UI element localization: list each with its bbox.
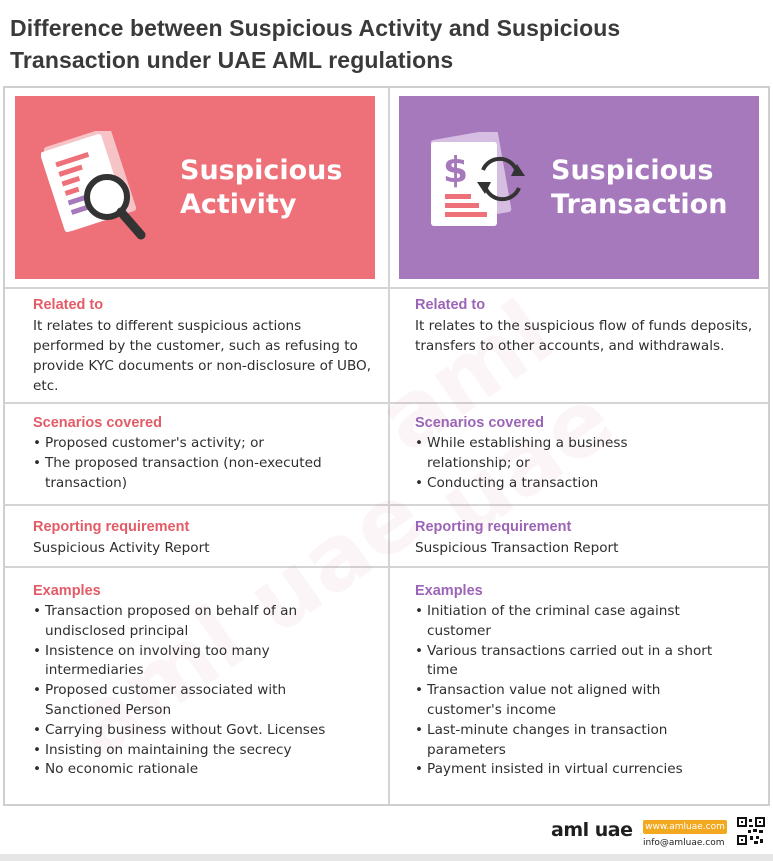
examples-list: Initiation of the criminal case against …: [415, 602, 735, 780]
header-text: Suspicious Transaction: [551, 155, 728, 220]
bottom-bar: [0, 854, 773, 861]
list-item: Insisting on maintaining the secrecy: [33, 741, 353, 761]
list-item: Carrying business without Govt. Licenses: [33, 721, 353, 741]
list-item: Transaction value not aligned with custo…: [415, 681, 735, 721]
list-item: No economic rationale: [33, 760, 353, 780]
column-divider: [388, 88, 390, 804]
section-text: It relates to different suspicious actio…: [33, 318, 372, 394]
website-link[interactable]: www.amluae.com: [643, 820, 727, 834]
section-heading: Reporting requirement: [33, 519, 190, 535]
list-item: Payment insisted in virtual currencies: [415, 760, 735, 780]
header-text: Suspicious Activity: [180, 155, 343, 220]
section-text: It relates to the suspicious flow of fun…: [415, 318, 753, 354]
section-heading: Related to: [33, 297, 104, 313]
list-item: Last-minute changes in transaction param…: [415, 721, 735, 761]
suspicious-activity-header: Suspicious Activity: [15, 96, 375, 279]
page-title: Difference between Suspicious Activity a…: [10, 15, 621, 73]
row-divider: [5, 566, 768, 568]
transaction-examples-cell: Examples Initiation of the criminal case…: [415, 582, 755, 780]
brand-logo: aml uae: [551, 819, 633, 841]
list-item: Initiation of the criminal case against …: [415, 602, 735, 642]
list-item: Transaction proposed on behalf of an und…: [33, 602, 353, 642]
suspicious-transaction-header: $ Suspicious Transaction: [399, 96, 759, 279]
list-item: Proposed customer associated with Sancti…: [33, 681, 353, 721]
list-item: Conducting a transaction: [415, 474, 665, 494]
examples-list: Transaction proposed on behalf of an und…: [33, 602, 353, 780]
suspicious-transaction-title: Suspicious Transaction: [551, 154, 741, 222]
activity-scenarios-cell: Scenarios covered Proposed customer's ac…: [33, 414, 373, 493]
transaction-related-cell: Related to It relates to the suspicious …: [415, 296, 755, 356]
suspicious-activity-title: Suspicious Activity: [180, 154, 350, 222]
row-divider: [5, 402, 768, 404]
row-divider: [5, 287, 768, 289]
comparison-table: aml uae aml uae Suspicious Activity: [3, 86, 770, 806]
email-link[interactable]: info@amluae.com: [643, 838, 725, 848]
list-item: The proposed transaction (non-executed t…: [33, 454, 373, 494]
qr-code-icon: [737, 817, 765, 845]
list-item: While establishing a business relationsh…: [415, 434, 665, 474]
activity-related-cell: Related to It relates to different suspi…: [33, 296, 373, 396]
transaction-reporting-cell: Reporting requirement Suspicious Transac…: [415, 518, 755, 558]
list-item: Insistence on involving too many interme…: [33, 642, 353, 682]
svg-text:$: $: [443, 150, 468, 191]
dollar-document-exchange-icon: $: [430, 132, 525, 226]
section-text: Suspicious Transaction Report: [415, 540, 619, 556]
list-item: Various transactions carried out in a sh…: [415, 642, 735, 682]
scenario-list: While establishing a business relationsh…: [415, 434, 665, 493]
transaction-scenarios-cell: Scenarios covered While establishing a b…: [415, 414, 755, 493]
section-heading: Related to: [415, 297, 486, 313]
section-heading: Reporting requirement: [415, 519, 572, 535]
section-heading: Scenarios covered: [415, 415, 544, 431]
activity-reporting-cell: Reporting requirement Suspicious Activit…: [33, 518, 373, 558]
document-magnifier-icon: [41, 131, 146, 240]
section-text: Suspicious Activity Report: [33, 540, 210, 556]
section-heading: Examples: [33, 583, 101, 599]
scenario-list: Proposed customer's activity; or The pro…: [33, 434, 373, 493]
section-heading: Examples: [415, 583, 483, 599]
footer: aml uae www.amluae.com info@amluae.com: [0, 806, 773, 861]
row-divider: [5, 504, 768, 506]
section-heading: Scenarios covered: [33, 415, 162, 431]
activity-examples-cell: Examples Transaction proposed on behalf …: [33, 582, 373, 780]
list-item: Proposed customer's activity; or: [33, 434, 373, 454]
